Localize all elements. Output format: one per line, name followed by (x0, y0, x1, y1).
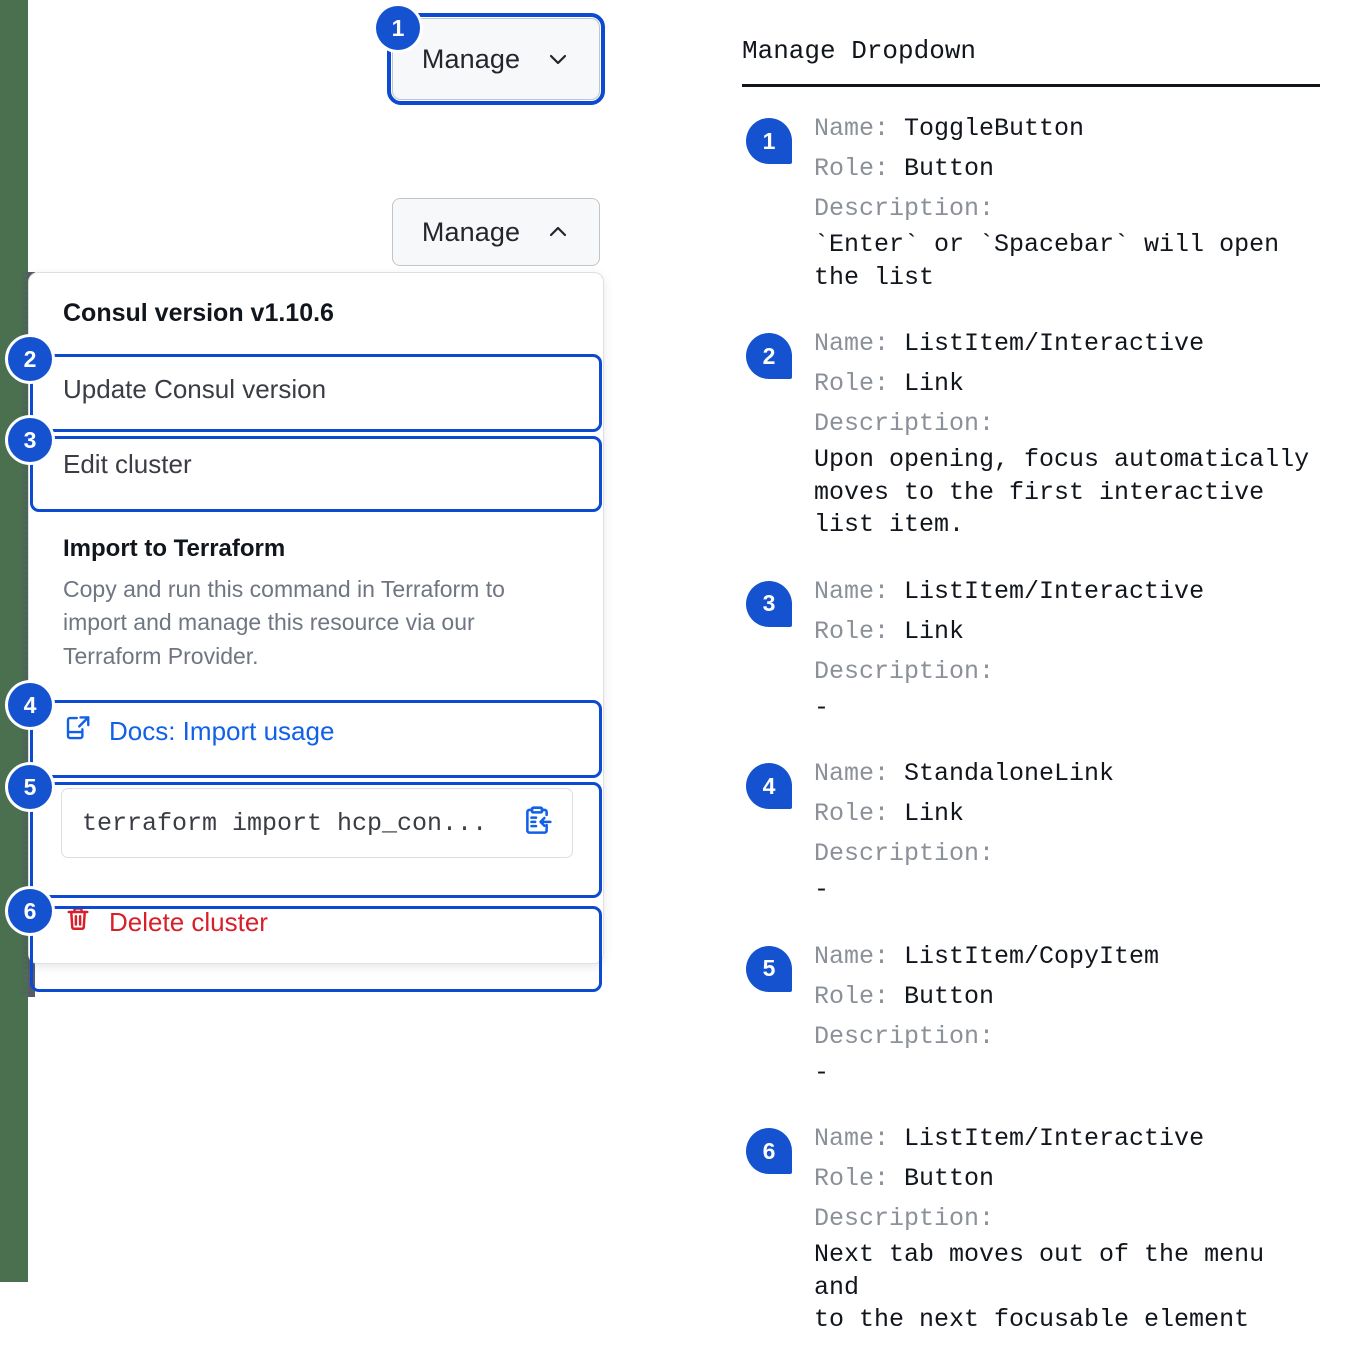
annotation-role-label: Role: (814, 616, 890, 646)
annotation-name-value: StandaloneLink (889, 759, 1115, 788)
annotation-description: Description: (814, 404, 1322, 444)
annotation-name-value: ToggleButton (889, 114, 1085, 143)
annotation-name-label: Name: (814, 759, 890, 788)
badge-4: 4 (8, 683, 52, 727)
annotation-description-label: Description: (814, 1021, 995, 1051)
annotation-badge-1: 1 (746, 118, 792, 164)
dropdown-copy-row: terraform import hcp_con... (29, 770, 603, 882)
annotation-role-label: Role: (814, 369, 890, 398)
badge-2: 2 (8, 337, 52, 381)
annotation-description-text: - (814, 875, 830, 904)
dropdown-section-body-import-terraform: Copy and run this command in Terraform t… (63, 576, 505, 669)
annotation-description-label: Description: (814, 656, 995, 686)
annotation-role: Role: Link (814, 612, 1322, 652)
annotation-name-label: Name: (814, 329, 890, 358)
annotation-name: Name: ToggleButton (814, 109, 1322, 149)
manage-toggle-label-open: Manage (421, 216, 521, 247)
annotation-name-label: Name: (814, 941, 890, 971)
annotation-description-label: Description: (814, 839, 995, 868)
annotation-badge-2: 2 (746, 333, 792, 379)
dropdown-item-update-consul-version[interactable]: Update Consul version (63, 374, 327, 404)
annotation-badge-5: 5 (746, 945, 792, 992)
annotation-description-text: Upon opening, focus automatically moves … (814, 445, 1310, 539)
annotation-name-value: ListItem/Interactive (889, 576, 1205, 606)
annotation-role: Role: Button (814, 977, 1322, 1017)
annotation-name-value: ListItem/CopyItem (889, 941, 1160, 971)
annotation-description-label: Description: (814, 194, 995, 223)
annotation-description-text: - (814, 1057, 830, 1087)
chevron-down-icon (546, 47, 570, 71)
annotation-role: Role: Link (814, 794, 1322, 834)
annotation-name: Name: ListItem/Interactive (814, 1119, 1322, 1159)
dropdown-section-title-import-terraform: Import to Terraform (63, 535, 286, 562)
dropdown-item-delete-cluster[interactable]: Delete cluster (29, 882, 603, 963)
annotation-description: Description: (814, 189, 1322, 229)
annotation-pane-title: Manage Dropdown (742, 36, 977, 66)
external-link-docs-icon (63, 713, 93, 750)
terraform-command-copy-field[interactable]: terraform import hcp_con... (61, 788, 573, 859)
annotation-pane-rule (742, 84, 1320, 87)
annotation-role-value: Link (889, 616, 965, 646)
manage-toggle-button-open[interactable]: Manage (392, 198, 600, 266)
annotation-name-value: ListItem/Interactive (889, 329, 1205, 358)
annotation-name: Name: StandaloneLink (814, 754, 1322, 794)
annotation-role-label: Role: (814, 1164, 890, 1193)
annotation-name-label: Name: (814, 576, 890, 606)
left-specimen-pane: Manage Manage Consul version v1.10.6 Upd… (0, 0, 700, 1282)
copy-to-clipboard-icon[interactable] (520, 804, 554, 843)
trash-icon (63, 904, 93, 941)
annotation-role-label: Role: (814, 799, 890, 828)
annotation-name: Name: ListItem/CopyItem (814, 937, 1322, 977)
annotation-description-text: Next tab moves out of the menu and to th… (814, 1240, 1265, 1334)
annotation-role-value: Link (889, 799, 965, 828)
annotation-role-label: Role: (814, 981, 890, 1011)
manage-dropdown-panel: Consul version v1.10.6 Update Consul ver… (28, 272, 604, 965)
annotation-name: Name: ListItem/Interactive (814, 572, 1322, 612)
badge-5: 5 (8, 765, 52, 809)
manage-toggle-label: Manage (421, 43, 521, 74)
annotation-badge-3: 3 (746, 580, 792, 627)
annotation-badge-4: 4 (746, 763, 792, 809)
annotation-role-value: Button (889, 981, 995, 1011)
annotation-description-text: - (814, 692, 830, 722)
annotation-badge-6: 6 (746, 1128, 792, 1174)
annotation-role-value: Link (889, 369, 965, 398)
annotation-description: Description: (814, 834, 1322, 874)
annotation-description: Description: (814, 1017, 1322, 1057)
terraform-command-text: terraform import hcp_con... (82, 808, 488, 838)
annotation-name: Name: ListItem/Interactive (814, 324, 1322, 364)
annotation-name-value: ListItem/Interactive (889, 1124, 1205, 1153)
annotation-role: Role: Link (814, 364, 1322, 404)
chevron-up-icon (546, 220, 570, 244)
badge-3: 3 (8, 418, 52, 462)
annotation-description-label: Description: (814, 409, 995, 438)
annotation-name-label: Name: (814, 114, 890, 143)
delete-cluster-label: Delete cluster (109, 907, 268, 938)
annotation-description: Description: (814, 652, 1322, 692)
dropdown-header-consul-version: Consul version v1.10.6 (63, 299, 334, 327)
badge-1: 1 (376, 6, 420, 50)
dropdown-item-docs-import-usage[interactable]: Docs: Import usage (29, 693, 603, 770)
annotation-description: Description: (814, 1199, 1322, 1239)
annotation-description-text: `Enter` or `Spacebar` will open the list (814, 230, 1280, 292)
annotation-role-value: Button (889, 154, 995, 183)
manage-toggle-button-focused[interactable]: Manage (387, 13, 605, 105)
dropdown-item-edit-cluster[interactable]: Edit cluster (63, 449, 192, 479)
annotation-role: Role: Button (814, 1159, 1322, 1199)
docs-link-label: Docs: Import usage (109, 716, 335, 747)
annotation-name-label: Name: (814, 1124, 890, 1153)
annotation-role: Role: Button (814, 149, 1322, 189)
annotation-description-label: Description: (814, 1204, 995, 1233)
annotation-role-value: Button (889, 1164, 995, 1193)
annotation-role-label: Role: (814, 154, 890, 183)
badge-6: 6 (8, 889, 52, 933)
